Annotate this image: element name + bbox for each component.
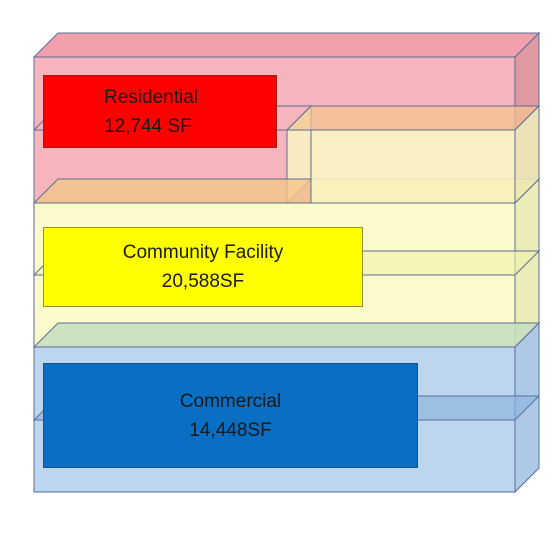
commercial-name: Commercial (179, 390, 282, 412)
community-name: Community Facility (122, 242, 284, 263)
commercial-top-face (32, 322, 541, 348)
community-label-box: Community Facility 20,588SF (43, 227, 363, 307)
community-upper-setback-front (310, 129, 516, 204)
community-upper-setback-top (285, 105, 541, 131)
residential-area: 12,744 SF (104, 115, 192, 137)
residential-label-box: Residential 12,744 SF (43, 75, 277, 148)
community-upper-setback-side (514, 104, 540, 205)
commercial-area: 14,448SF (189, 419, 272, 441)
residential-top-face (32, 32, 541, 58)
commercial-label-box: Commercial 14,448SF (43, 363, 418, 468)
community-area: 20,588SF (161, 271, 245, 292)
residential-name: Residential (104, 86, 198, 108)
